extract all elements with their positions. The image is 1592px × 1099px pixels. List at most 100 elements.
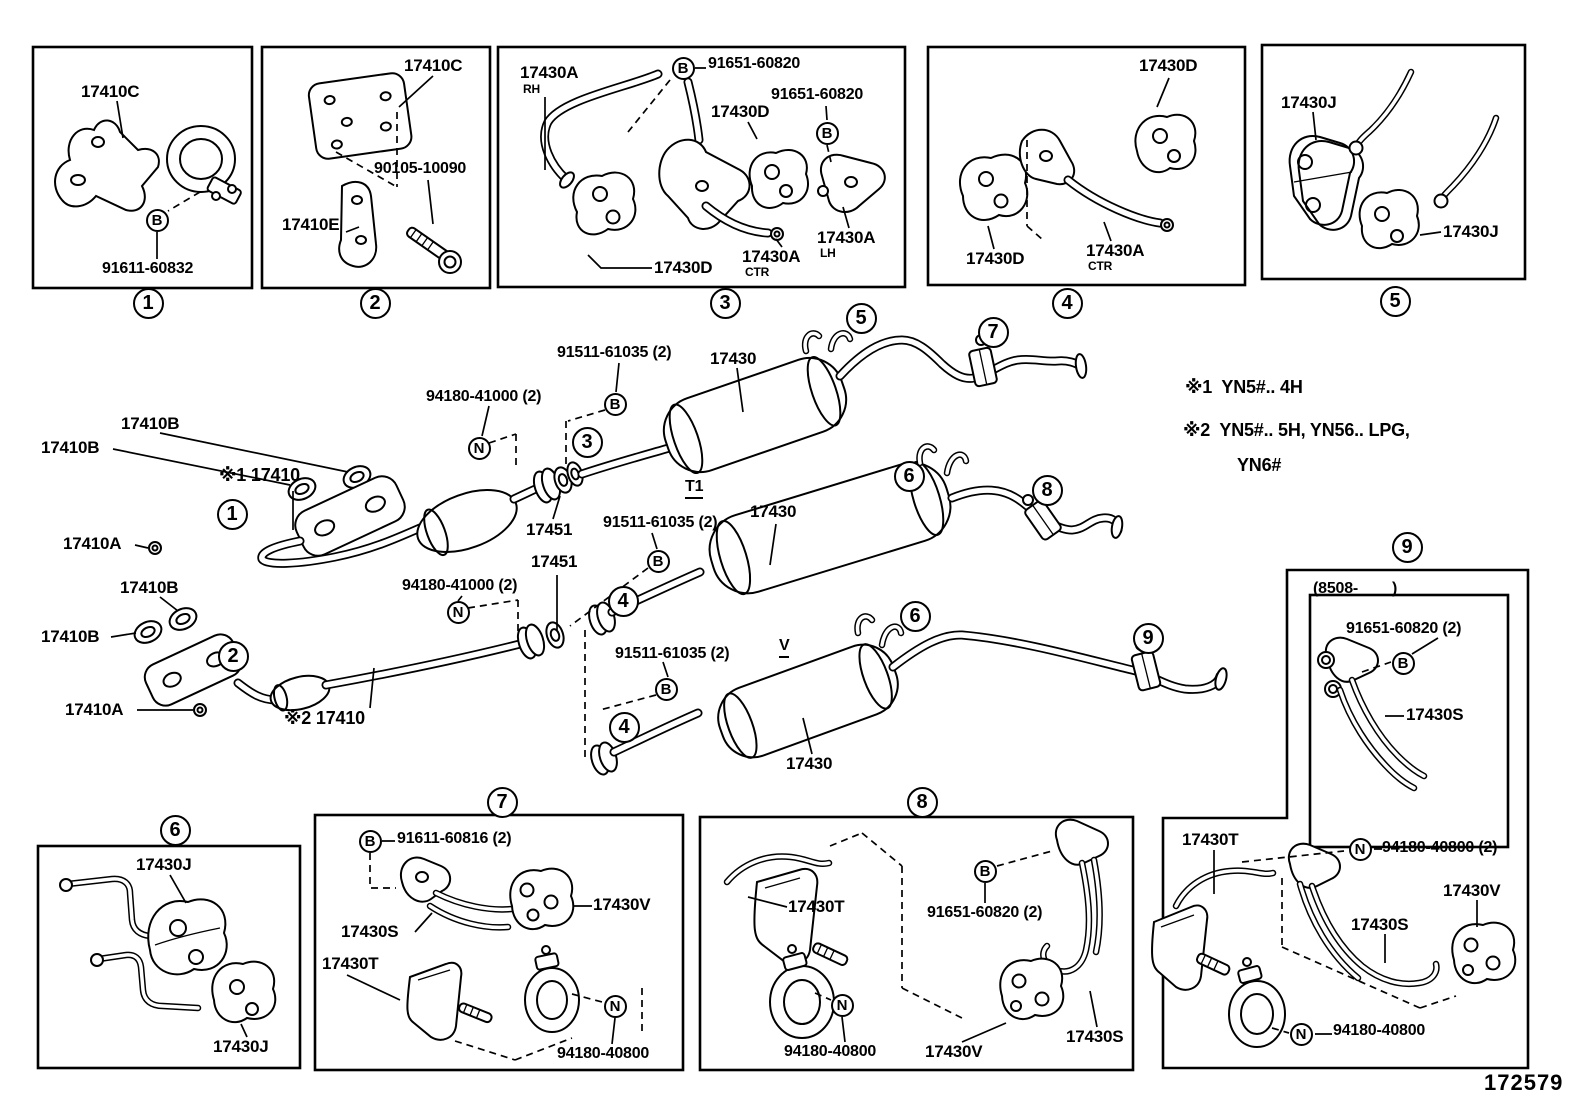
- label-v: V: [779, 638, 790, 658]
- label-91611-60832: 91611-60832: [102, 260, 194, 277]
- label-17430v-br: 17430V: [1443, 881, 1501, 900]
- label-17430d-box4-top: 17430D: [1139, 56, 1198, 75]
- callout-5-box: 5: [1379, 285, 1411, 317]
- callout-n-box8: N: [830, 993, 854, 1017]
- callout-b-box9: B: [1391, 651, 1415, 675]
- label-17430j-box6-bottom: 17430J: [213, 1037, 269, 1056]
- callout-b-row2: B: [646, 549, 670, 573]
- label-17430a-ctr-box4: 17430A: [1086, 241, 1145, 260]
- label-91651-60820-box8: 91651-60820 (2): [927, 904, 1043, 921]
- label-17451-lower: 17451: [531, 552, 578, 571]
- label-91651-60820-a: 91651-60820: [708, 55, 801, 72]
- label-91511-61035-row1: 91511-61035 (2): [557, 344, 672, 361]
- box-9-inner: [1308, 593, 1510, 849]
- callout-2-box: 2: [359, 287, 391, 319]
- label-17430s-br: 17430S: [1351, 915, 1409, 934]
- callout-b-box1: B: [145, 208, 169, 232]
- label-17410a-row3: 17410A: [65, 700, 124, 719]
- label-17430s-box8: 17430S: [1066, 1027, 1124, 1046]
- callout-7-box: 7: [486, 786, 518, 818]
- label-17430-row3: 17430: [786, 754, 833, 773]
- callout-1-box: 1: [132, 287, 164, 319]
- label-17430s-box7: 17430S: [341, 922, 399, 941]
- label-17430d-box3-top: 17430D: [711, 102, 770, 121]
- note-3: YN6#: [1237, 455, 1282, 475]
- box-4: [926, 45, 1247, 287]
- callout-7-row: 7: [977, 316, 1009, 348]
- box-3: [496, 45, 907, 289]
- label-17410a-row1: 17410A: [63, 534, 122, 553]
- callout-1-row: 1: [216, 498, 248, 530]
- label-17430t-box7: 17430T: [322, 954, 379, 973]
- label-17430a-ctr-box3: 17430A: [742, 247, 801, 266]
- callout-5-row: 5: [845, 302, 877, 334]
- label-17430v-box8: 17430V: [925, 1042, 983, 1061]
- label-91511-61035-row3: 91511-61035 (2): [615, 645, 730, 662]
- label-17410b-row1-left: 17410B: [41, 438, 100, 457]
- callout-n-br-bottom: N: [1289, 1022, 1313, 1046]
- label-17410-row1: ※1 17410: [219, 465, 300, 485]
- label-17410b-row3-top: 17410B: [120, 578, 179, 597]
- callout-b-box7: B: [358, 829, 382, 853]
- label-17451-upper: 17451: [526, 520, 573, 539]
- callout-8-box: 8: [906, 786, 938, 818]
- callout-b-box3-left: B: [671, 56, 695, 80]
- callout-b-box3-right: B: [815, 121, 839, 145]
- label-94180-40800-br-top: 94180-40800 (2): [1382, 839, 1498, 856]
- callout-4-box: 4: [1051, 287, 1083, 319]
- label-17430s-box9: 17430S: [1406, 705, 1464, 724]
- document-number: 172579: [1484, 1070, 1564, 1095]
- label-17430-row1: 17430: [710, 349, 757, 368]
- label-94180-41000-row1: 94180-41000 (2): [426, 388, 542, 405]
- label-17430a-rh: 17430A: [520, 63, 579, 82]
- label-90105-10090: 90105-10090: [374, 160, 467, 177]
- note-1: ※1 YN5#.. 4H: [1185, 377, 1303, 397]
- label-17410c-box2: 17410C: [404, 56, 463, 75]
- label-17430j-box6-top: 17430J: [136, 855, 192, 874]
- callout-6-row3: 6: [899, 600, 931, 632]
- callout-9-box: 9: [1391, 531, 1423, 563]
- label-17430t-br: 17430T: [1182, 830, 1239, 849]
- label-lh: LH: [820, 246, 836, 260]
- callout-2-row: 2: [217, 640, 249, 672]
- label-17430j-box5-top: 17430J: [1281, 93, 1337, 112]
- callout-4-row2: 4: [607, 585, 639, 617]
- label-17410b-row3-left: 17410B: [41, 627, 100, 646]
- callout-b-box8: B: [973, 859, 997, 883]
- callout-3-row: 3: [571, 426, 603, 458]
- label-17430a-lh: 17430A: [817, 228, 876, 247]
- box-5: [1260, 43, 1527, 281]
- label-91651-60820-b: 91651-60820: [771, 86, 864, 103]
- label-91611-60816-box7: 91611-60816 (2): [397, 830, 512, 847]
- callout-6-box: 6: [159, 814, 191, 846]
- label-94180-40800-box7: 94180-40800: [557, 1045, 650, 1062]
- label-17430t-box8: 17430T: [788, 897, 845, 916]
- callout-b-row3: B: [654, 677, 678, 701]
- callout-3-box: 3: [709, 287, 741, 319]
- callout-n-row1: N: [467, 436, 491, 460]
- callout-n-br-top: N: [1348, 837, 1372, 861]
- label-94180-40800-br-bottom: 94180-40800: [1333, 1022, 1426, 1039]
- label-t1: T1: [685, 479, 703, 499]
- label-ctr-box3: CTR: [745, 265, 770, 279]
- note-2: ※2 YN5#.. 5H, YN56.. LPG,: [1183, 420, 1410, 440]
- label-17430-row2: 17430: [750, 502, 797, 521]
- label-17410-row3: ※2 17410: [284, 708, 365, 728]
- label-17430d-box4-bottom: 17430D: [966, 249, 1025, 268]
- callout-6-row2: 6: [893, 460, 925, 492]
- label-8508: (8508- ): [1313, 580, 1398, 597]
- callout-b-row1: B: [603, 392, 627, 416]
- label-17430j-box5-right: 17430J: [1443, 222, 1499, 241]
- callout-n-row3: N: [446, 600, 470, 624]
- callout-4-row3: 4: [608, 711, 640, 743]
- callout-9-row: 9: [1132, 622, 1164, 654]
- label-17430d-box3-bottom: 17430D: [654, 258, 713, 277]
- box-6: [36, 844, 302, 1070]
- callout-n-box7: N: [603, 994, 627, 1018]
- label-94180-41000-row3: 94180-41000 (2): [402, 577, 518, 594]
- label-rh: RH: [523, 82, 540, 96]
- label-17410c-box1: 17410C: [81, 82, 140, 101]
- label-91511-61035-row2: 91511-61035 (2): [603, 514, 718, 531]
